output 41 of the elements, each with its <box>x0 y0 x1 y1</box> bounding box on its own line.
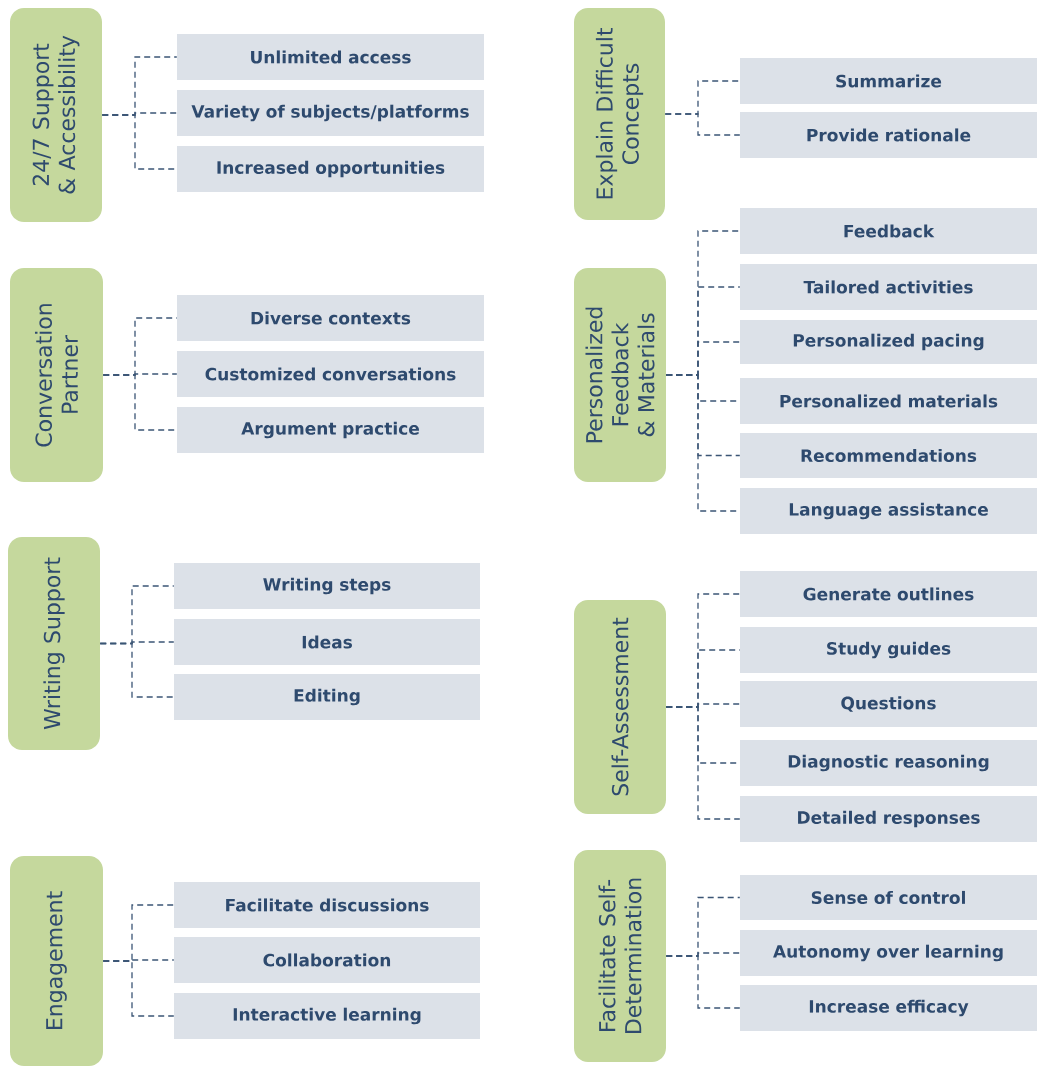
category-box: Engagement <box>10 856 103 1066</box>
item-box: Personalized materials <box>740 378 1037 424</box>
category-box: Explain Difficult Concepts <box>574 8 665 220</box>
item-box: Questions <box>740 681 1037 727</box>
category-box: Facilitate Self-Determination <box>574 850 666 1062</box>
item-box: Diagnostic reasoning <box>740 740 1037 786</box>
item-box: Increase efficacy <box>740 985 1037 1031</box>
item-box: Sense of control <box>740 875 1037 920</box>
item-box: Diverse contexts <box>177 295 484 341</box>
item-box: Customized conversations <box>177 351 484 397</box>
connector-line <box>99 642 175 698</box>
item-box: Increased opportunities <box>177 146 484 192</box>
item-box: Language assistance <box>740 488 1037 534</box>
item-box: Personalized pacing <box>740 320 1037 364</box>
item-box: Collaboration <box>174 937 480 983</box>
item-box: Detailed responses <box>740 796 1037 842</box>
item-box: Argument practice <box>177 407 484 453</box>
connector-line <box>665 706 741 820</box>
item-box: Provide rationale <box>740 112 1037 158</box>
item-box: Interactive learning <box>174 993 480 1039</box>
connector-line <box>102 960 175 1017</box>
item-box: Unlimited access <box>177 34 484 80</box>
item-box: Tailored activities <box>740 264 1037 310</box>
item-box: Facilitate discussions <box>174 882 480 928</box>
category-box: Writing Support <box>8 537 100 750</box>
category-box: 24/7 Support & Accessibility <box>10 8 102 222</box>
item-box: Editing <box>174 674 480 720</box>
category-box: Personalized Feedback & Materials <box>574 268 666 482</box>
item-box: Feedback <box>740 208 1037 254</box>
connector-line <box>664 113 741 136</box>
item-box: Summarize <box>740 58 1037 104</box>
item-box: Variety of subjects/platforms <box>177 90 484 136</box>
item-box: Generate outlines <box>740 571 1037 617</box>
connector-line <box>665 955 741 1009</box>
item-box: Study guides <box>740 627 1037 673</box>
category-box: Conversation Partner <box>10 268 103 482</box>
item-box: Autonomy over learning <box>740 930 1037 976</box>
item-box: Recommendations <box>740 433 1037 478</box>
item-box: Writing steps <box>174 563 480 609</box>
item-box: Ideas <box>174 619 480 665</box>
category-box: Self-Assessment <box>574 600 666 814</box>
